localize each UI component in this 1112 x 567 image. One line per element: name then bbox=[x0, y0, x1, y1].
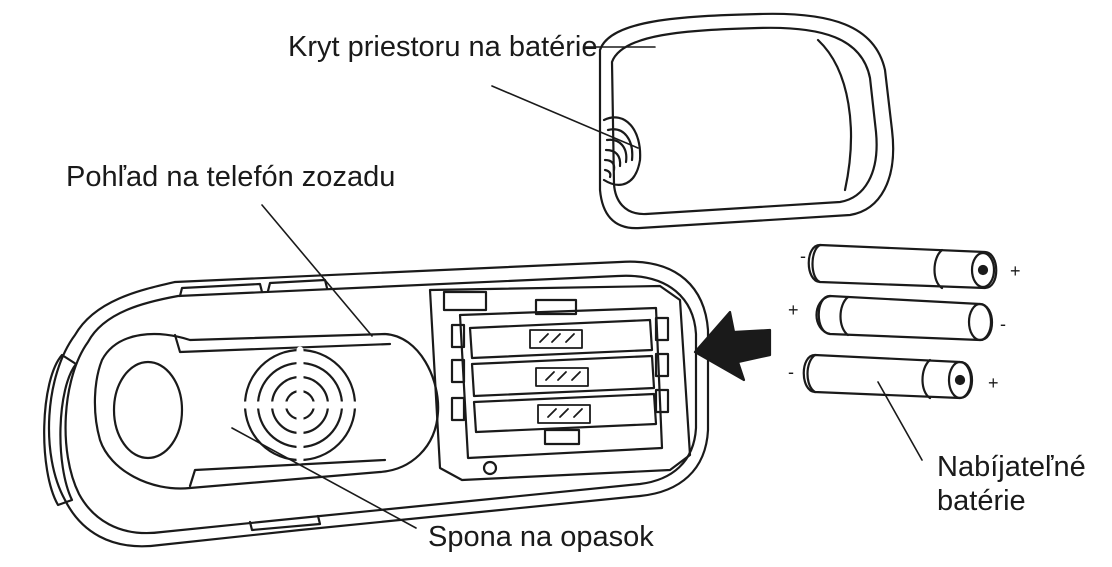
leader-belt-clip bbox=[231, 427, 417, 529]
battery-polarity-labels: - + + - - + bbox=[788, 246, 1021, 393]
battery-1 bbox=[807, 243, 998, 290]
compartment-polarity-marks bbox=[529, 329, 591, 424]
belt-clip-oval-pad bbox=[112, 360, 184, 460]
battery-2-left-polarity: + bbox=[788, 300, 799, 320]
leader-batteries bbox=[877, 381, 923, 461]
phone-inner-edge bbox=[64, 274, 698, 535]
leader-battery-cover bbox=[491, 85, 639, 149]
insert-arrow bbox=[693, 310, 772, 382]
loose-batteries bbox=[802, 243, 998, 400]
label-rechargeable-line-1: Nabíjateľné bbox=[937, 451, 1086, 483]
belt-clip-rail-top bbox=[173, 333, 392, 354]
leader-phone-back bbox=[261, 204, 373, 337]
battery-2-right-polarity: - bbox=[1000, 314, 1006, 334]
leader-lines bbox=[231, 46, 923, 529]
phone-body bbox=[43, 260, 710, 548]
battery-2 bbox=[815, 294, 993, 342]
label-phone-back: Pohľad na telefón zozadu bbox=[66, 161, 396, 193]
battery-3-right-polarity: + bbox=[988, 373, 999, 393]
battery-cover-right-ridge bbox=[816, 38, 853, 192]
belt-clip bbox=[93, 332, 440, 490]
label-belt-clip: Spona na opasok bbox=[428, 521, 654, 553]
battery-compartment-outline bbox=[428, 284, 692, 482]
phone-outline bbox=[47, 260, 710, 548]
label-battery-cover: Kryt priestoru na batérie bbox=[288, 31, 598, 63]
label-rechargeable-batteries: Nabíjateľné batérie bbox=[937, 450, 1107, 518]
label-rechargeable-line-2: batérie bbox=[937, 485, 1026, 517]
speaker-grille bbox=[241, 346, 359, 464]
battery-cover-inner-rim bbox=[610, 26, 878, 216]
battery-1-left-polarity: - bbox=[800, 246, 806, 266]
belt-clip-rail-bottom bbox=[188, 458, 387, 488]
battery-cover-outline bbox=[598, 12, 895, 230]
battery-cover bbox=[598, 12, 895, 230]
phone-left-endcap bbox=[43, 353, 78, 507]
battery-1-right-polarity: + bbox=[1010, 261, 1021, 281]
battery-cover-grip bbox=[602, 116, 642, 186]
battery-3 bbox=[802, 353, 973, 400]
phone-top-buttons bbox=[178, 278, 329, 298]
belt-clip-outline bbox=[93, 332, 440, 490]
battery-3-left-polarity: - bbox=[788, 362, 794, 382]
battery-compartment bbox=[428, 284, 692, 482]
phone-bottom-button bbox=[248, 514, 322, 532]
